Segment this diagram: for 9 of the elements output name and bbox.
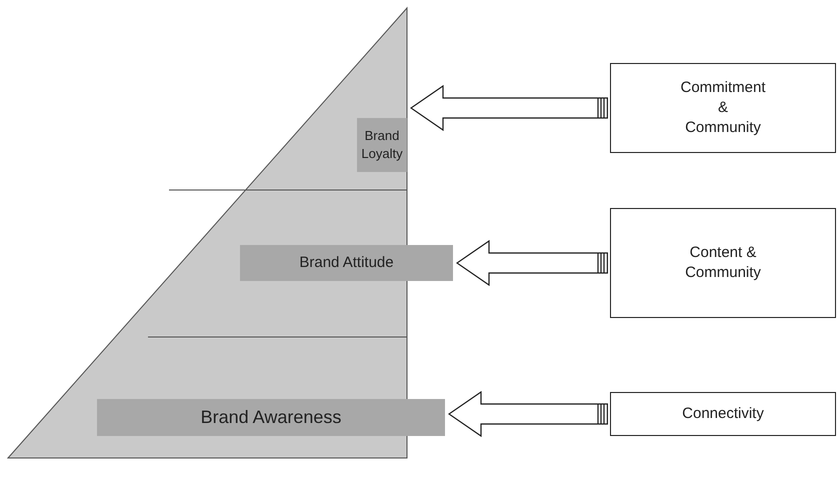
block-arrow: [410, 85, 608, 131]
block-arrow: [456, 240, 608, 286]
level-label: Brand Loyalty: [357, 118, 407, 172]
strategy-box: Connectivity: [610, 392, 836, 436]
strategy-box: Commitment & Community: [610, 63, 836, 153]
strategy-box: Content & Community: [610, 208, 836, 318]
block-arrow: [448, 391, 608, 437]
level-label: Brand Attitude: [240, 245, 453, 281]
level-label: Brand Awareness: [97, 399, 445, 436]
